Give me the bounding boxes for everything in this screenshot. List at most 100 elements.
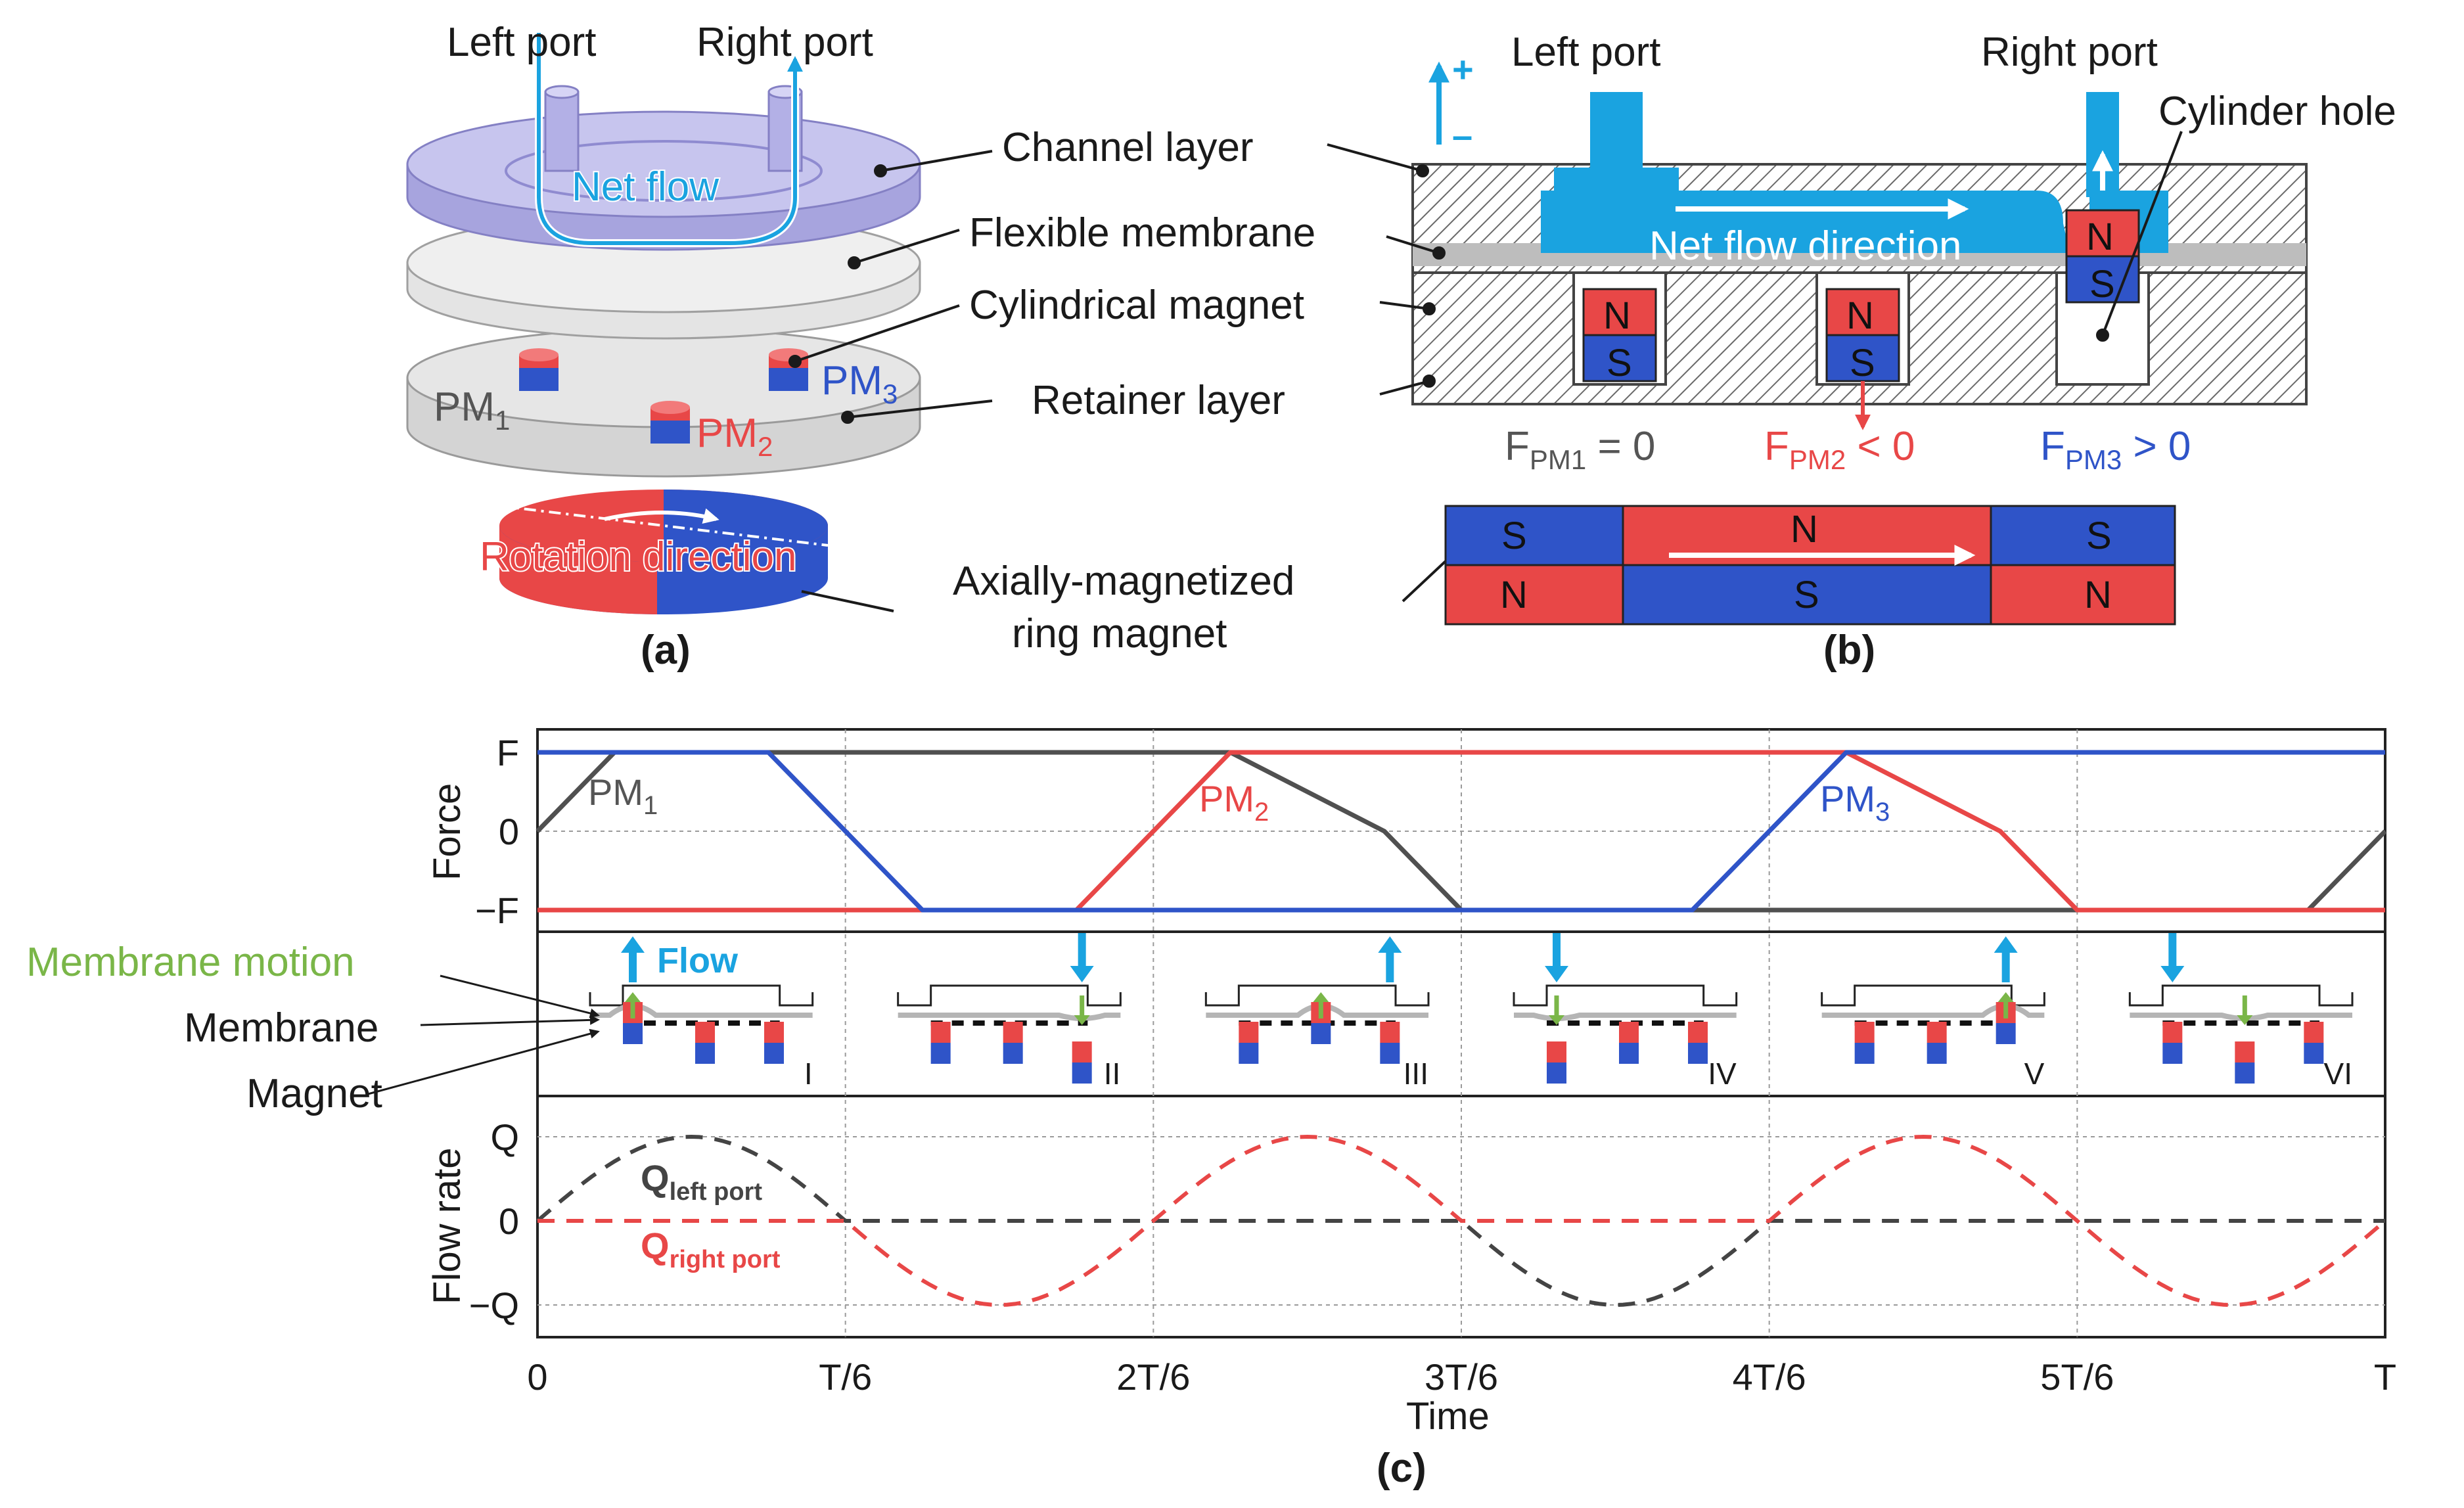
stage-magnet-s <box>1996 1023 2016 1044</box>
stage-housing <box>2128 984 2354 1007</box>
stage-housing <box>1821 984 2045 1007</box>
stage-magnet-n <box>1003 1022 1023 1043</box>
left-port-label-a: Left port <box>447 20 596 65</box>
stage-flow-head <box>1994 936 2018 953</box>
stage-1: I <box>589 936 814 1091</box>
stage-magnet-s <box>695 1043 715 1064</box>
membrane-label: Membrane <box>184 1005 378 1051</box>
panel-a: Rotation direction <box>406 20 1315 673</box>
retainer-layer-label: Retainer layer <box>1032 378 1285 423</box>
stage-magnet-n <box>695 1022 715 1043</box>
stage-magnet-n <box>1380 1022 1400 1043</box>
caption-b: (b) <box>1823 628 1875 673</box>
svg-text:N: N <box>1846 294 1874 337</box>
f-pm3-label: FPM3 > 0 <box>2040 424 2191 475</box>
stage-magnet-s <box>1003 1043 1023 1064</box>
caption-a: (a) <box>641 628 691 673</box>
flow-line-left-port <box>536 1134 2385 1308</box>
pm3-magnet-3d <box>769 348 808 391</box>
magnet-label: Magnet <box>246 1071 382 1116</box>
pm1-magnet-3d <box>519 348 559 391</box>
pm3-section: N S <box>2065 209 2140 306</box>
svg-text:S: S <box>1501 514 1527 557</box>
net-flow-label: Net flow <box>572 164 719 210</box>
svg-text:N: N <box>1500 574 1528 616</box>
xtick-5: 5T/6 <box>2040 1356 2114 1398</box>
svg-text:S: S <box>1607 342 1632 384</box>
stage-magnet-s <box>1927 1043 1947 1064</box>
horizontal-gridlines <box>537 831 2385 1306</box>
stage-magnet-s <box>764 1043 784 1064</box>
stage-membrane <box>1514 1012 1737 1021</box>
stage-3: III <box>1204 936 1430 1091</box>
svg-text:S: S <box>2086 514 2112 557</box>
cylinder-hole-label: Cylinder hole <box>2158 89 2396 134</box>
stage-magnet-s <box>1547 1062 1566 1084</box>
stage-label: I <box>804 1057 813 1091</box>
stage-housing <box>1513 984 1738 1007</box>
flow-label: Flow <box>657 941 739 980</box>
panel-c-frame <box>536 728 2386 1338</box>
flexible-membrane-label: Flexible membrane <box>969 210 1315 256</box>
right-port-label-b: Right port <box>1981 30 2158 75</box>
stage-housing <box>897 984 1122 1007</box>
flow-yticks: Q0−Q <box>469 1116 519 1326</box>
pm1-label-a: PM1 <box>434 384 510 436</box>
stage-magnet-n <box>2162 1022 2183 1043</box>
f-pm2-label: FPM2 < 0 <box>1764 424 1915 475</box>
stage-magnet-s <box>1239 1043 1259 1064</box>
stage-magnet-s <box>2162 1043 2183 1064</box>
pm2-magnet-3d <box>650 401 690 444</box>
flow-plot <box>536 1134 2386 1308</box>
stage-5: V <box>1821 936 2045 1091</box>
xtick-4: 4T/6 <box>1733 1356 1806 1398</box>
stage-flow-head <box>1378 936 1402 953</box>
stage-magnet-s <box>1619 1043 1639 1064</box>
stage-housing <box>589 984 814 1007</box>
rotation-direction-label: Rotation direction <box>480 534 797 580</box>
q-left-port-label: Qleft port <box>641 1157 762 1206</box>
ring-magnet-label-line2: ring magnet <box>1012 611 1227 656</box>
ring-magnet-section: S N N S S N <box>1444 505 2176 626</box>
stage-label: III <box>1403 1057 1428 1091</box>
panel-b: + – Net flow direction N S N <box>953 30 2396 673</box>
right-port-label-a: Right port <box>696 20 873 65</box>
stage-magnet-s <box>1311 1023 1331 1044</box>
flow-line-right-port <box>537 1134 2386 1308</box>
net-flow-direction-label: Net flow direction <box>1649 223 1962 269</box>
xtick-3: 3T/6 <box>1425 1356 1498 1398</box>
svg-text:N: N <box>2084 574 2112 616</box>
stage-magnet-n <box>2304 1022 2324 1043</box>
force-ytick-2: −F <box>475 890 519 931</box>
stage-motion-head <box>1997 992 2014 1002</box>
svg-text:S: S <box>1850 342 1875 384</box>
q-right-port-label: Qright port <box>641 1225 781 1273</box>
force-pm1-label: PM1 <box>588 771 658 820</box>
xtick-6: T <box>2374 1356 2396 1398</box>
stage-magnet-n <box>1239 1022 1259 1043</box>
ring-magnet-3d <box>499 490 829 614</box>
force-ytick-0: F <box>497 732 519 773</box>
force-yticks: F0−F <box>475 732 519 931</box>
channel-fluid <box>1541 191 2070 253</box>
force-line-pm3 <box>537 750 2385 913</box>
stage-magnet-s <box>1854 1043 1875 1064</box>
stage-motion-head <box>1549 1015 1564 1025</box>
pm1-section: N S <box>1582 288 1657 384</box>
xtick-0: 0 <box>527 1356 547 1398</box>
left-port-label-b: Left port <box>1511 30 1660 75</box>
stage-flow-head <box>621 936 645 953</box>
force-plot <box>536 750 2387 913</box>
svg-text:S: S <box>2089 263 2115 306</box>
membrane-motion-label: Membrane motion <box>26 940 355 985</box>
svg-text:N: N <box>1603 294 1631 337</box>
x-axis-label: Time <box>1406 1395 1490 1438</box>
stage-flow-head <box>2160 966 2185 982</box>
stage-4: IV <box>1513 933 1738 1091</box>
force-line-pm2 <box>537 750 2385 913</box>
stage-magnet-n <box>764 1022 784 1043</box>
stage-6: VI <box>2128 933 2354 1091</box>
stage-housing <box>1204 984 1430 1007</box>
